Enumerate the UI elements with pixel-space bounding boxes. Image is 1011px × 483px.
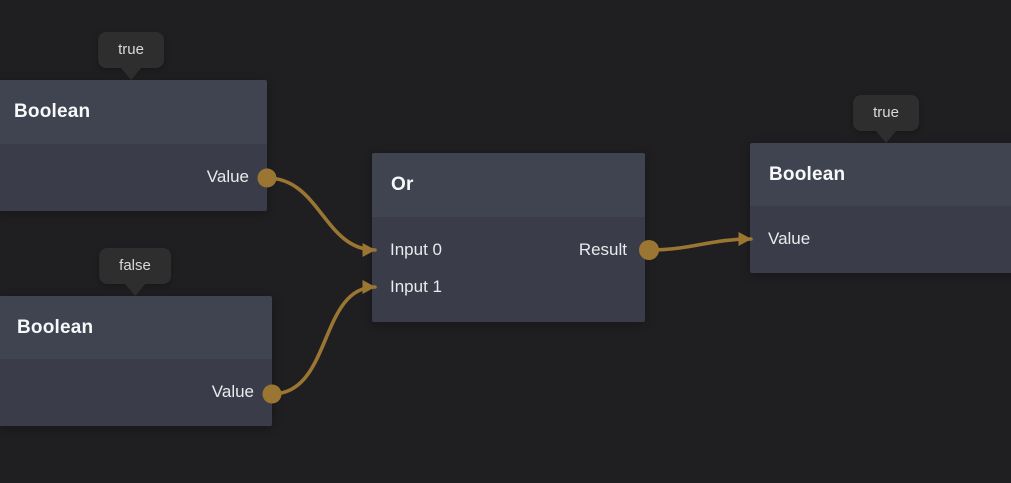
output-port-label: Value <box>206 166 249 186</box>
port-row-value-output: Value <box>0 373 272 410</box>
node-header[interactable]: Boolean <box>0 80 267 144</box>
node-or[interactable]: Or Input 0 Result Input 1 <box>372 153 645 322</box>
tooltip-text: false <box>119 257 151 274</box>
tooltip-pointer-icon <box>120 68 141 80</box>
node-header[interactable]: Or <box>372 153 645 217</box>
node-body: Value <box>0 144 267 211</box>
tooltip-text: true <box>118 41 144 58</box>
node-body: Value <box>0 359 272 426</box>
node-title: Boolean <box>14 101 91 122</box>
node-title: Boolean <box>769 163 846 185</box>
input-port-label: Value <box>768 228 811 248</box>
node-header[interactable]: Boolean <box>750 143 1011 206</box>
tooltip-text: true <box>873 104 899 121</box>
edge-boolean-false-to-or-input1[interactable] <box>270 280 377 396</box>
edge-boolean-true-to-or-input0[interactable] <box>265 176 377 257</box>
input-port-label: Input 0 <box>390 239 442 259</box>
port-row-input0-result: Input 0 Result <box>372 231 645 268</box>
node-body: Input 0 Result Input 1 <box>372 217 645 322</box>
node-title: Boolean <box>17 316 94 338</box>
value-tooltip-true: true <box>98 32 164 80</box>
input-port-label: Input 1 <box>390 276 442 296</box>
value-tooltip-true: true <box>853 95 919 143</box>
tooltip-pointer-icon <box>125 284 145 296</box>
node-title: Or <box>391 174 414 195</box>
node-boolean-true-source[interactable]: true Boolean Value <box>0 32 267 211</box>
tooltip-pointer-icon <box>875 131 896 143</box>
port-row-value-input: Value <box>750 220 1011 257</box>
port-row-input1: Input 1 <box>372 268 645 305</box>
node-boolean-result[interactable]: true Boolean Value <box>750 95 1011 273</box>
node-header[interactable]: Boolean <box>0 296 272 359</box>
node-boolean-false-source[interactable]: false Boolean Value <box>0 248 272 426</box>
value-tooltip-false: false <box>99 248 171 296</box>
node-body: Value <box>750 206 1011 273</box>
output-port-label: Value <box>211 381 254 401</box>
output-port-label: Result <box>578 239 627 259</box>
edge-or-result-to-boolean-value[interactable] <box>647 232 753 252</box>
port-row-value-output: Value <box>0 158 267 195</box>
